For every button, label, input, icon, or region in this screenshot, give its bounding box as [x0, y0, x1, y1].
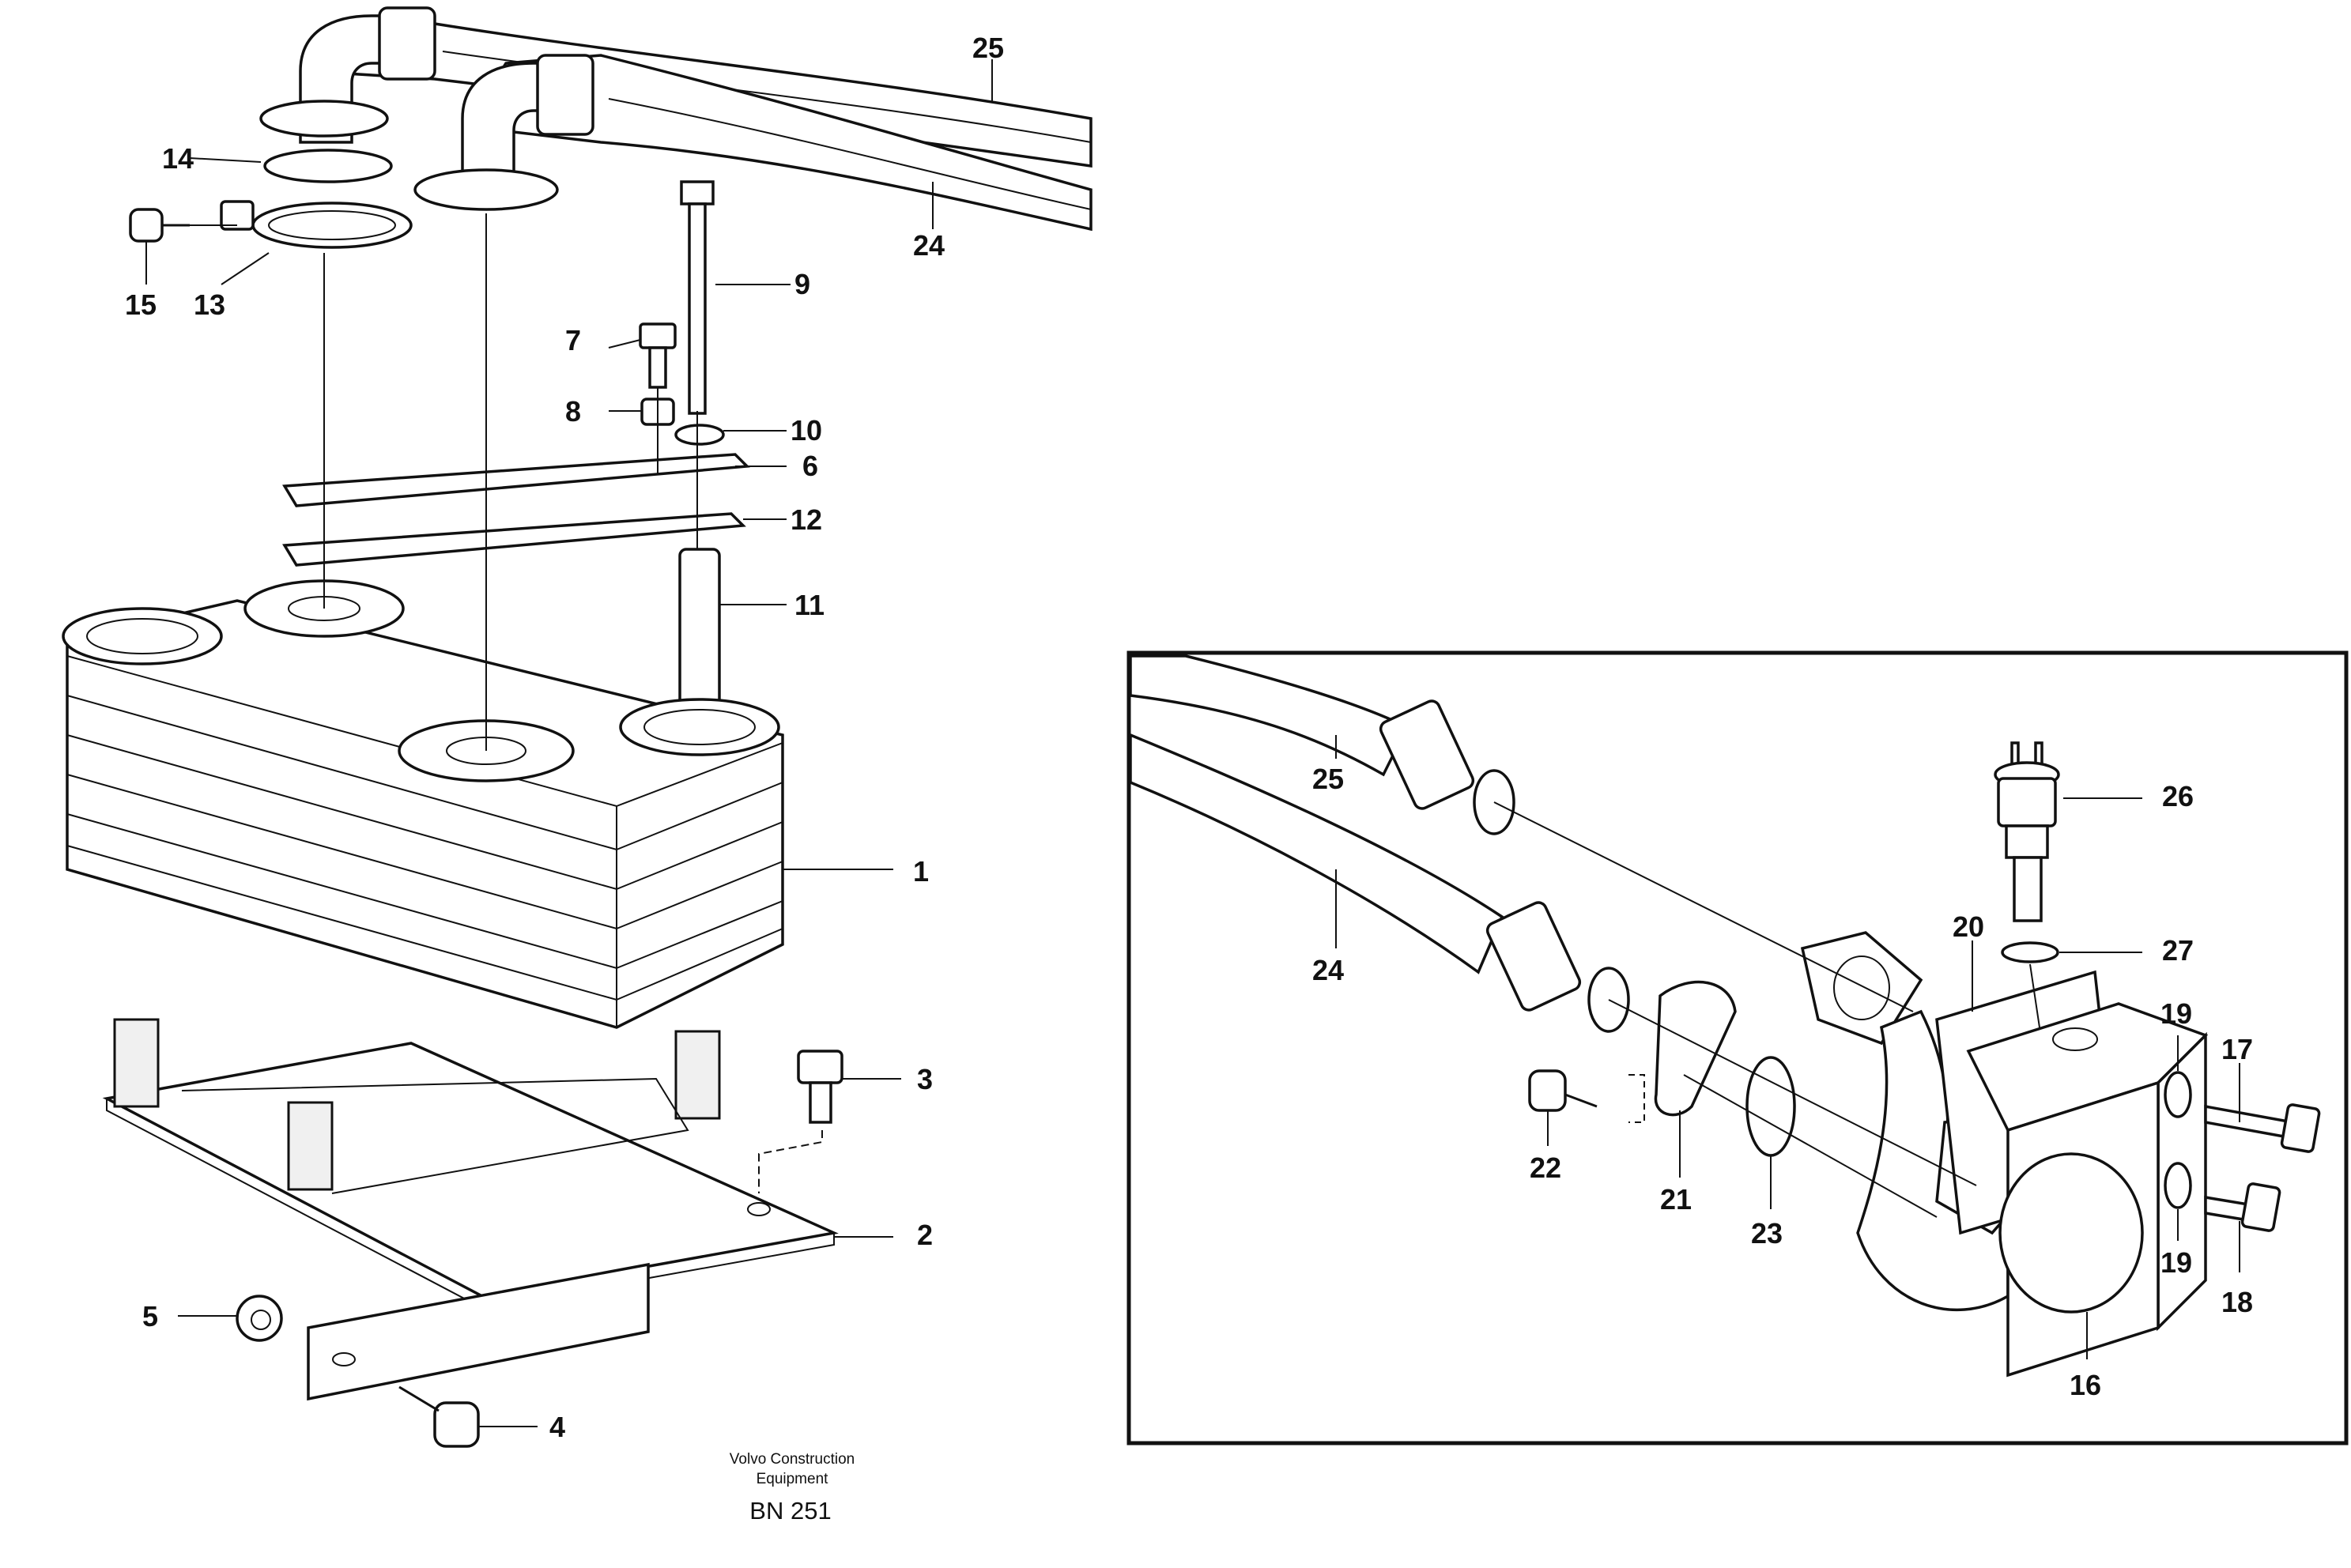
inset-callout-19-upper: 19 — [2160, 997, 2192, 1030]
callout-5: 5 — [142, 1300, 158, 1332]
bolt-4 — [398, 1385, 480, 1448]
inset-callout-16: 16 — [2070, 1369, 2101, 1401]
callout-10: 10 — [791, 414, 822, 447]
temperature-sensor-26 — [1994, 741, 2060, 922]
washer-10 — [674, 424, 725, 446]
bolt-18 — [2204, 1182, 2281, 1232]
spacer-tube-11 — [678, 548, 721, 709]
elbow-fitting-lower — [413, 54, 594, 211]
inset-callout-20: 20 — [1953, 910, 1984, 943]
callout-3: 3 — [917, 1063, 933, 1095]
flange-upper — [1800, 931, 1923, 1046]
footer-company-line2: Equipment — [757, 1471, 829, 1487]
bracket-2 — [102, 1018, 839, 1401]
callout-1: 1 — [913, 855, 929, 888]
callout-11: 11 — [794, 589, 825, 621]
bolt-9 — [680, 180, 715, 415]
callout-6: 6 — [802, 450, 818, 482]
inset-callout-18: 18 — [2221, 1286, 2253, 1318]
inset-callout-26: 26 — [2162, 780, 2194, 812]
inset-callout-22: 22 — [1530, 1152, 1561, 1184]
inset-callout-21: 21 — [1660, 1183, 1692, 1216]
inset-pipe-24 — [1129, 733, 1630, 1033]
inset-detail-frame — [1126, 650, 2349, 1446]
o-ring-23 — [1745, 1056, 1796, 1157]
seal-ring-27 — [2001, 941, 2059, 963]
callout-12: 12 — [791, 503, 822, 536]
inset-callout-23: 23 — [1751, 1217, 1783, 1250]
callout-25: 25 — [972, 32, 1004, 64]
pipe-24 — [464, 54, 1092, 232]
callout-8: 8 — [565, 395, 581, 428]
inset-callout-24: 24 — [1312, 954, 1344, 986]
plate-6 — [282, 453, 750, 507]
washer-19-lower — [2164, 1162, 2192, 1209]
washer-19-upper — [2164, 1071, 2192, 1118]
bolt-7 — [639, 322, 677, 389]
flange-21 — [1654, 980, 1737, 1117]
clamp-13 — [220, 200, 413, 249]
elbow-fitting-upper — [259, 6, 436, 144]
inset-callout-27: 27 — [2162, 934, 2194, 967]
callout-9: 9 — [794, 268, 810, 300]
footer-diagram-code: BN 251 — [749, 1497, 831, 1525]
inset-callout-25: 25 — [1312, 763, 1344, 795]
bolt-22 — [1528, 1069, 1645, 1123]
bolt-15 — [129, 208, 190, 243]
nut-5 — [236, 1295, 283, 1342]
bolt-3 — [758, 1050, 843, 1193]
footer-company-line1: Volvo Construction — [730, 1451, 855, 1468]
callout-14: 14 — [162, 142, 194, 175]
plate-12 — [282, 512, 746, 567]
callout-7: 7 — [565, 324, 581, 356]
callout-24: 24 — [913, 229, 945, 262]
housing-block-16 — [1966, 1002, 2209, 1378]
callout-13: 13 — [194, 288, 225, 321]
bolt-17 — [2204, 1103, 2321, 1153]
callout-4: 4 — [549, 1411, 565, 1443]
inset-callout-19-lower: 19 — [2160, 1246, 2192, 1279]
callout-2: 2 — [917, 1219, 933, 1251]
callout-15: 15 — [125, 288, 157, 321]
oil-cooler-1 — [62, 579, 784, 1029]
seal-ring-14 — [263, 149, 393, 183]
inset-callout-17: 17 — [2221, 1033, 2253, 1065]
